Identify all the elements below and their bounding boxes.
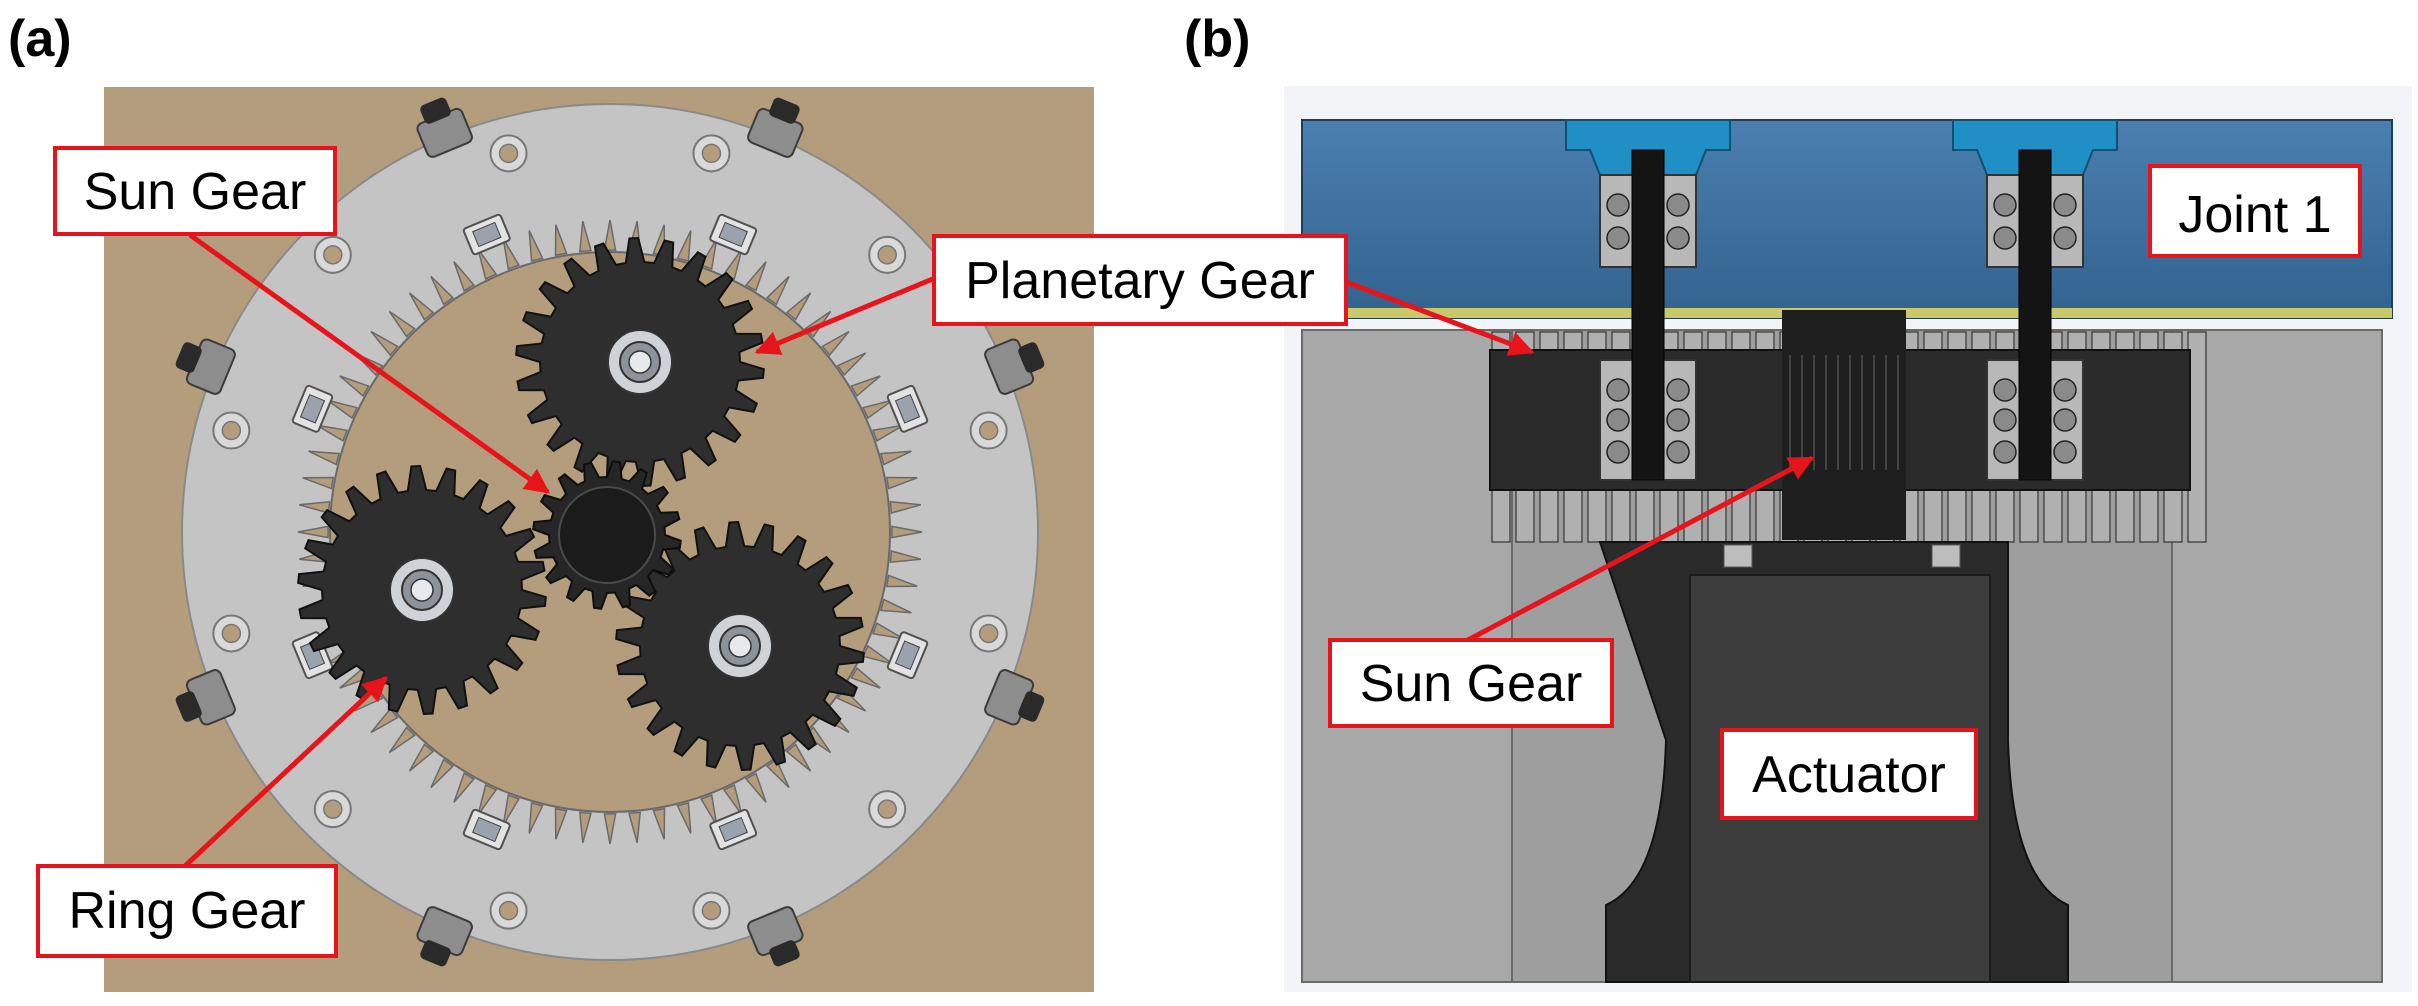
panel-b: (b) Joint 1 Sun Gear [1184,10,2412,992]
label-text: Ring Gear [69,882,306,940]
label-text: Actuator [1752,746,1946,804]
label-actuator: Actuator [1720,728,1978,820]
gear-set [297,236,865,772]
clip [709,213,758,256]
ring-bolts [175,97,1045,967]
bolt-icon [984,338,1045,395]
bolt-icon [747,906,804,967]
bolt-icon [175,338,236,395]
bolt-icon [416,906,473,967]
bolt-icon [984,669,1045,726]
ring-holes [212,134,1008,930]
sun-gear-side [1782,310,1906,540]
label-joint: Joint 1 [2148,164,2362,258]
label-sun-gear-a: Sun Gear [53,146,337,236]
planetary-gear-arrow-b [1345,279,1535,356]
bolt-icon [175,669,236,726]
clip [886,631,929,680]
bolt-icon [1931,544,1961,568]
bolt-icon [747,97,804,158]
label-text: Sun Gear [1360,655,1583,713]
panel-a-letter: (a) [8,10,72,68]
label-ring-gear: Ring Gear [36,864,338,958]
clip [291,384,334,433]
clip [709,808,758,851]
label-sun-gear-b: Sun Gear [1328,638,1614,728]
clip [462,808,511,851]
panel-b-letter: (b) [1184,10,1250,68]
label-text: Planetary Gear [965,252,1315,310]
bolt-icon [1723,544,1753,568]
label-planetary-gear: Planetary Gear [932,234,1348,326]
clip [462,213,511,256]
sun-gear-arrow-b [1466,455,1815,643]
clip [886,384,929,433]
label-text: Sun Gear [84,163,307,221]
shaft [1952,119,2118,481]
sun-gear-arrow [188,232,551,495]
planetary-gear-arrow-a [754,275,936,355]
panel-a: (a) Sun Gear Ring Gear [8,10,1094,992]
shafts [1565,119,2118,481]
bolt-icon [416,97,473,158]
label-text: Joint 1 [2178,186,2331,244]
ring-gear-arrow [183,676,388,868]
shaft [1565,119,1731,481]
